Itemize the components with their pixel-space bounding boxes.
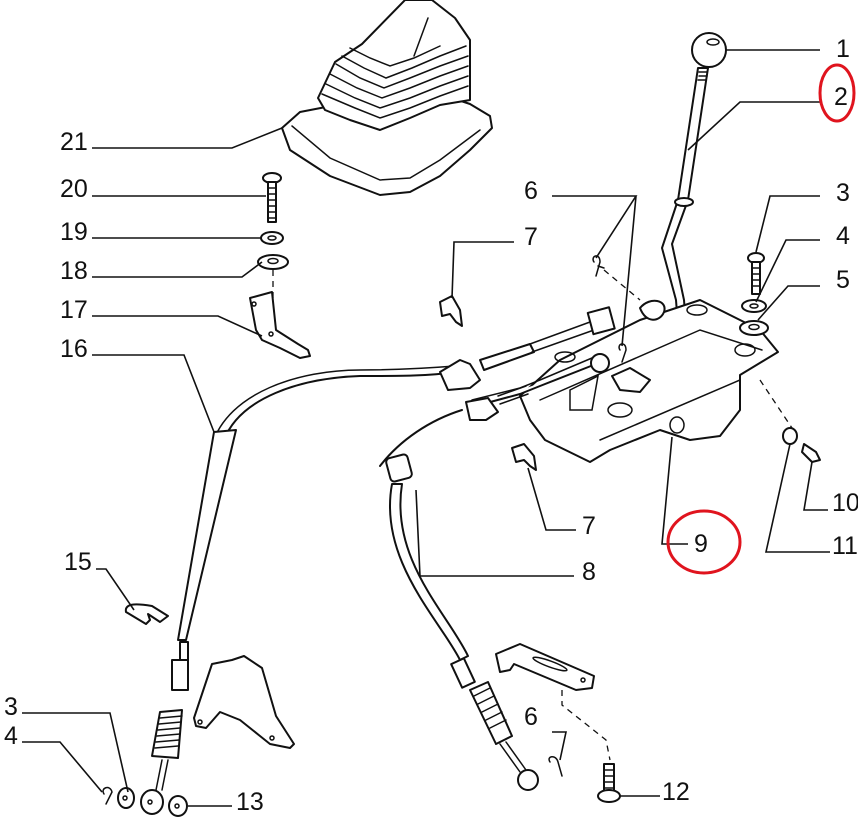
callout-2[interactable]: 2 [834, 83, 848, 111]
callout-8[interactable]: 8 [582, 558, 596, 586]
selector-cable-8-part [379, 353, 610, 791]
washer-3b-part [117, 787, 135, 809]
callout-10[interactable]: 10 [832, 489, 858, 517]
cable-bracket-part [193, 655, 295, 749]
washer-4-part [741, 299, 767, 313]
callout-20[interactable]: 20 [60, 175, 88, 203]
callout-12[interactable]: 12 [662, 778, 690, 806]
callout-18[interactable]: 18 [60, 257, 88, 285]
highlight-circle-2 [818, 63, 856, 123]
bushing-5-part [739, 320, 769, 336]
callout-15[interactable]: 15 [64, 548, 92, 576]
shift-knob-1-part [691, 32, 727, 68]
leader-lines [22, 49, 830, 807]
callout-21[interactable]: 21 [60, 128, 88, 156]
engagement-cable-16-part [140, 306, 616, 815]
bracket-17-part [249, 291, 311, 359]
fork-clip-15-part [124, 603, 169, 625]
nut-13-part [168, 795, 188, 817]
callout-6b[interactable]: 6 [524, 703, 538, 731]
retaining-clip-7a-part [439, 295, 463, 327]
retaining-clip-7b-part [511, 443, 537, 471]
screw-12-part [597, 763, 621, 803]
callout-3b[interactable]: 3 [4, 693, 18, 721]
clip-4b-part [102, 786, 113, 805]
callout-4b[interactable]: 4 [4, 722, 18, 750]
screw-3-part [747, 252, 765, 295]
bracket-12-part [495, 643, 595, 691]
washer-19-part [260, 231, 284, 245]
callout-13[interactable]: 13 [236, 788, 264, 816]
callout-7a[interactable]: 7 [524, 223, 538, 251]
gaiter-boot-part [281, 0, 493, 196]
callout-1[interactable]: 1 [836, 35, 850, 63]
highlight-circle-9 [666, 509, 742, 575]
callout-17[interactable]: 17 [60, 296, 88, 324]
callout-19[interactable]: 19 [60, 218, 88, 246]
screw-20-part [262, 172, 282, 223]
callout-6a[interactable]: 6 [524, 177, 538, 205]
callout-4[interactable]: 4 [836, 222, 850, 250]
callout-16[interactable]: 16 [60, 335, 88, 363]
callout-7b[interactable]: 7 [582, 512, 596, 540]
callout-11[interactable]: 11 [832, 532, 858, 560]
bolt-10-part [801, 443, 821, 463]
washer-18-part [257, 254, 289, 270]
callout-5[interactable]: 5 [836, 266, 850, 294]
spring-clip-6b-part [548, 756, 563, 777]
shift-housing-9-part [519, 299, 779, 463]
callout-9[interactable]: 9 [694, 530, 708, 558]
callout-3[interactable]: 3 [836, 179, 850, 207]
nut-11-part [782, 427, 798, 445]
